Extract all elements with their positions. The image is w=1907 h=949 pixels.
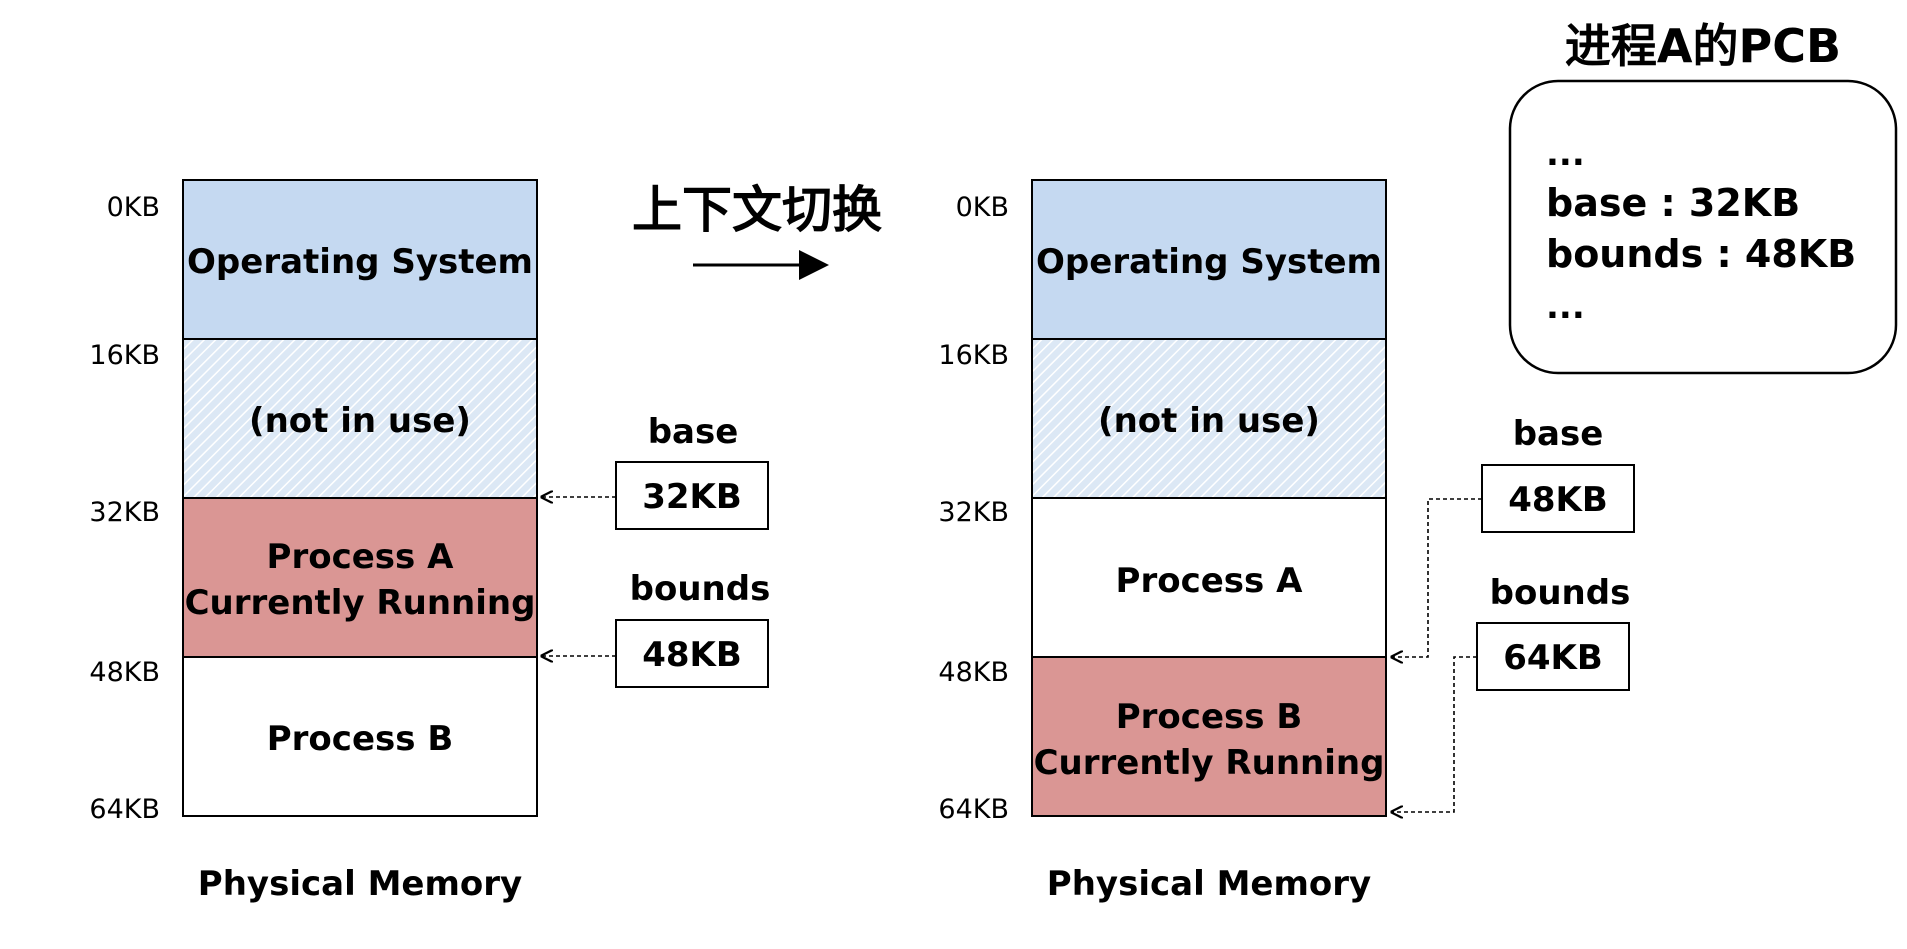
after-block-process-a: Process A <box>1031 497 1387 658</box>
after-block-unused-label: (not in use) <box>1098 401 1320 441</box>
after-bounds-register: bounds 64KB <box>1392 573 1630 812</box>
after-block-os: Operating System <box>1031 179 1387 340</box>
after-address-16: 16KB <box>938 340 1009 371</box>
after-base-label: base <box>1513 414 1604 454</box>
after-address-32: 32KB <box>938 497 1009 528</box>
after-base-pointer <box>1392 498 1482 657</box>
before-address-32: 32KB <box>89 497 160 528</box>
before-block-process-b: Process B <box>182 656 538 817</box>
after-block-process-b-line2: Currently Running <box>1034 743 1385 783</box>
after-block-process-a-label: Process A <box>1116 561 1304 601</box>
pcb-title: 进程A的PCB <box>1565 19 1841 73</box>
before-block-unused-label: (not in use) <box>249 401 471 441</box>
after-memory: Operating System (not in use) Process A … <box>938 179 1387 904</box>
after-address-64: 64KB <box>938 794 1009 825</box>
after-bounds-pointer <box>1392 656 1477 812</box>
after-caption: Physical Memory <box>1047 864 1371 904</box>
after-block-unused: (not in use) <box>1031 338 1387 499</box>
before-address-48: 48KB <box>89 657 160 688</box>
before-block-process-a-line1: Process A <box>267 537 455 577</box>
after-block-process-b: Process B Currently Running <box>1031 656 1387 817</box>
before-base-value: 32KB <box>642 477 742 517</box>
before-bounds-register: bounds 48KB <box>542 569 771 688</box>
before-block-process-b-label: Process B <box>267 719 454 759</box>
after-base-register: base 48KB <box>1392 414 1635 657</box>
before-address-0: 0KB <box>107 192 160 223</box>
before-base-register: base 32KB <box>542 412 769 530</box>
after-bounds-value: 64KB <box>1503 638 1603 678</box>
after-base-value: 48KB <box>1508 480 1608 520</box>
before-block-os-label: Operating System <box>187 242 533 282</box>
after-bounds-label: bounds <box>1490 573 1631 613</box>
before-block-unused: (not in use) <box>182 338 538 499</box>
after-block-process-b-line1: Process B <box>1116 697 1303 737</box>
pcb-panel: 进程A的PCB ... base : 32KB bounds : 48KB ..… <box>1508 19 1898 375</box>
before-caption: Physical Memory <box>198 864 522 904</box>
before-base-label: base <box>648 412 739 452</box>
pcb-line-1: base : 32KB <box>1546 181 1800 225</box>
after-block-os-label: Operating System <box>1036 242 1382 282</box>
context-switch-label: 上下文切换 <box>632 181 882 239</box>
pcb-line-0: ... <box>1546 134 1585 174</box>
after-address-0: 0KB <box>956 192 1009 223</box>
context-switch: 上下文切换 <box>632 181 882 280</box>
before-address-16: 16KB <box>89 340 160 371</box>
before-address-64: 64KB <box>89 794 160 825</box>
before-bounds-value: 48KB <box>642 635 742 675</box>
before-block-process-a: Process A Currently Running <box>182 497 538 658</box>
pcb-line-2: bounds : 48KB <box>1546 232 1856 276</box>
before-block-process-a-line2: Currently Running <box>185 583 536 623</box>
before-memory: Operating System (not in use) Process A … <box>89 179 538 904</box>
before-bounds-label: bounds <box>630 569 771 609</box>
pcb-line-3: ... <box>1546 287 1585 327</box>
before-block-os: Operating System <box>182 179 538 340</box>
after-address-48: 48KB <box>938 657 1009 688</box>
